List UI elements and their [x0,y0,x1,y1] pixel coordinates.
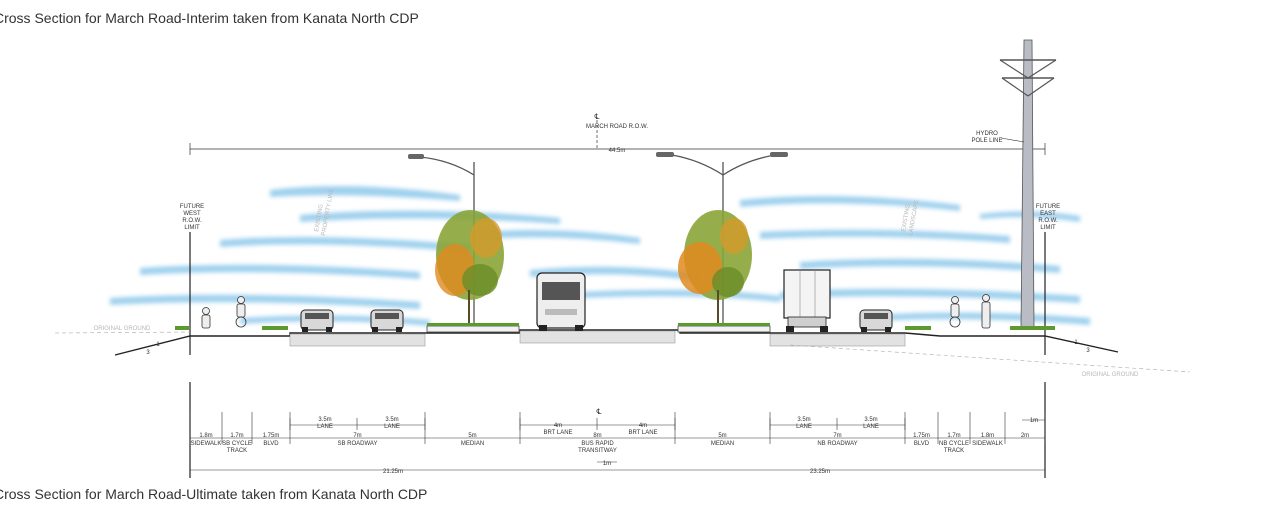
brt-lane-1-width: 4m [554,423,562,429]
row-label: MARCH ROAD R.O.W. [586,124,648,130]
east-small-width: 1m [1030,418,1038,424]
lamp-head-center-right [770,152,788,157]
original-ground-right: ORIGINAL GROUND [1082,372,1139,378]
east-limit-line-2: EAST [1040,211,1056,217]
segment-width-8: 1.75m [913,433,930,439]
segment-name-1-0: SB CYCLE [222,441,252,447]
cyclist-west [235,296,247,328]
cyclist-east [949,296,961,328]
caption-ultimate: Cross Section for March Road-Ultimate ta… [0,486,428,502]
segment-name-8-0: BLVD [914,441,930,447]
truck [783,269,831,332]
segment-name-9-1: TRACK [944,448,964,454]
west-limit-line-3: R.O.W. [182,218,202,224]
sky-watercolor [110,186,1090,326]
east-limit-line-4: LIMIT [1040,225,1056,231]
segment-width-3: 7m [353,433,361,439]
segment-name-0-0: SIDEWALK [191,441,222,447]
segment-name-4-0: MEDIAN [461,441,484,447]
car-nb [859,309,893,332]
sb-lane-1-width: 3.5m [318,417,331,423]
hydro-pole [999,39,1057,329]
slope-right: 3 [1086,348,1090,354]
car-sb-1 [300,309,334,332]
segment-name-2-0: BLVD [263,441,279,447]
brt-lane-2-label: BRT LANE [628,430,657,436]
slope-left: 3 [146,350,150,356]
segment-name-10-0: SIDEWALK [972,441,1003,447]
segment-name-3-0: SB ROADWAY [337,441,377,447]
segment-name-5-1: TRANSITWAY [578,448,617,454]
segment-width-10: 1.8m [981,433,994,439]
east-limit-line-3: R.O.W. [1038,218,1058,224]
dimension-ticks [189,412,1046,444]
total-west: 21.25m [383,469,403,475]
segment-name-9-0: NB CYCLE [939,441,969,447]
tree-left [435,210,504,328]
sb-lane-2-width: 3.5m [385,417,398,423]
bus [536,272,586,331]
original-ground-left: ORIGINAL GROUND [94,326,151,332]
lamp-head-center-left [656,152,674,157]
segment-width-6: 5m [718,433,726,439]
row-width-label: 44.5m [609,148,626,154]
east-limit-line-1: FUTURE [1036,204,1060,210]
segment-width-5: 8m [593,433,601,439]
caption-interim: Cross Section for March Road-Interim tak… [0,10,419,26]
slope-left-unit: 1 [156,342,160,348]
segment-name-7-0: NB ROADWAY [817,441,857,447]
ground-profile [114,329,1119,356]
segment-width-2: 1.75m [263,433,280,439]
segment-width-11: 2m [1021,433,1029,439]
total-east: 23.25m [810,469,830,475]
lower-dimension-lines [190,419,1045,471]
center-small-width: 1m [603,461,611,467]
existing-landscape-right: EXISTING [901,203,912,232]
segment-name-5-0: BUS RAPID [581,441,614,447]
centerline-symbol-bottom: ℄ [596,407,603,416]
centerline-symbol-top: ℄ [594,112,601,121]
west-limit-line-1: FUTURE [180,204,204,210]
west-limit-line-2: WEST [183,211,201,217]
hydro-leader [1000,137,1025,143]
pavement-hatch [289,330,906,347]
west-limit-line-4: LIMIT [184,225,200,231]
original-ground-lines [54,331,1191,373]
hydro-label-1: HYDRO [976,131,998,137]
existing-property-line-left: EXISTING [314,203,325,232]
brt-lane-1-label: BRT LANE [543,430,572,436]
grass-strips [175,323,1055,330]
segment-width-4: 5m [468,433,476,439]
nb-lane-1-width: 3.5m [797,417,810,423]
sb-lane-1-label: LANE [317,424,333,430]
lamp-head-left [408,154,424,159]
segment-width-0: 1.8m [199,433,212,439]
nb-lane-1-label: LANE [796,424,812,430]
row-dimension [189,120,1046,155]
hydro-label-2: POLE LINE [971,138,1002,144]
segment-width-9: 1.7m [947,433,960,439]
pedestrian-east [981,294,991,329]
pedestrian-west [201,307,211,329]
sb-lane-2-label: LANE [384,424,400,430]
nb-lane-2-width: 3.5m [864,417,877,423]
segment-width-1: 1.7m [230,433,243,439]
slope-right-unit: 1 [1074,340,1078,346]
segment-width-7: 7m [833,433,841,439]
brt-lane-2-width: 4m [639,423,647,429]
nb-lane-2-label: LANE [863,424,879,430]
car-sb-2 [370,309,404,332]
segment-name-1-1: TRACK [227,448,247,454]
segment-name-6-0: MEDIAN [711,441,734,447]
tree-right [678,210,752,328]
